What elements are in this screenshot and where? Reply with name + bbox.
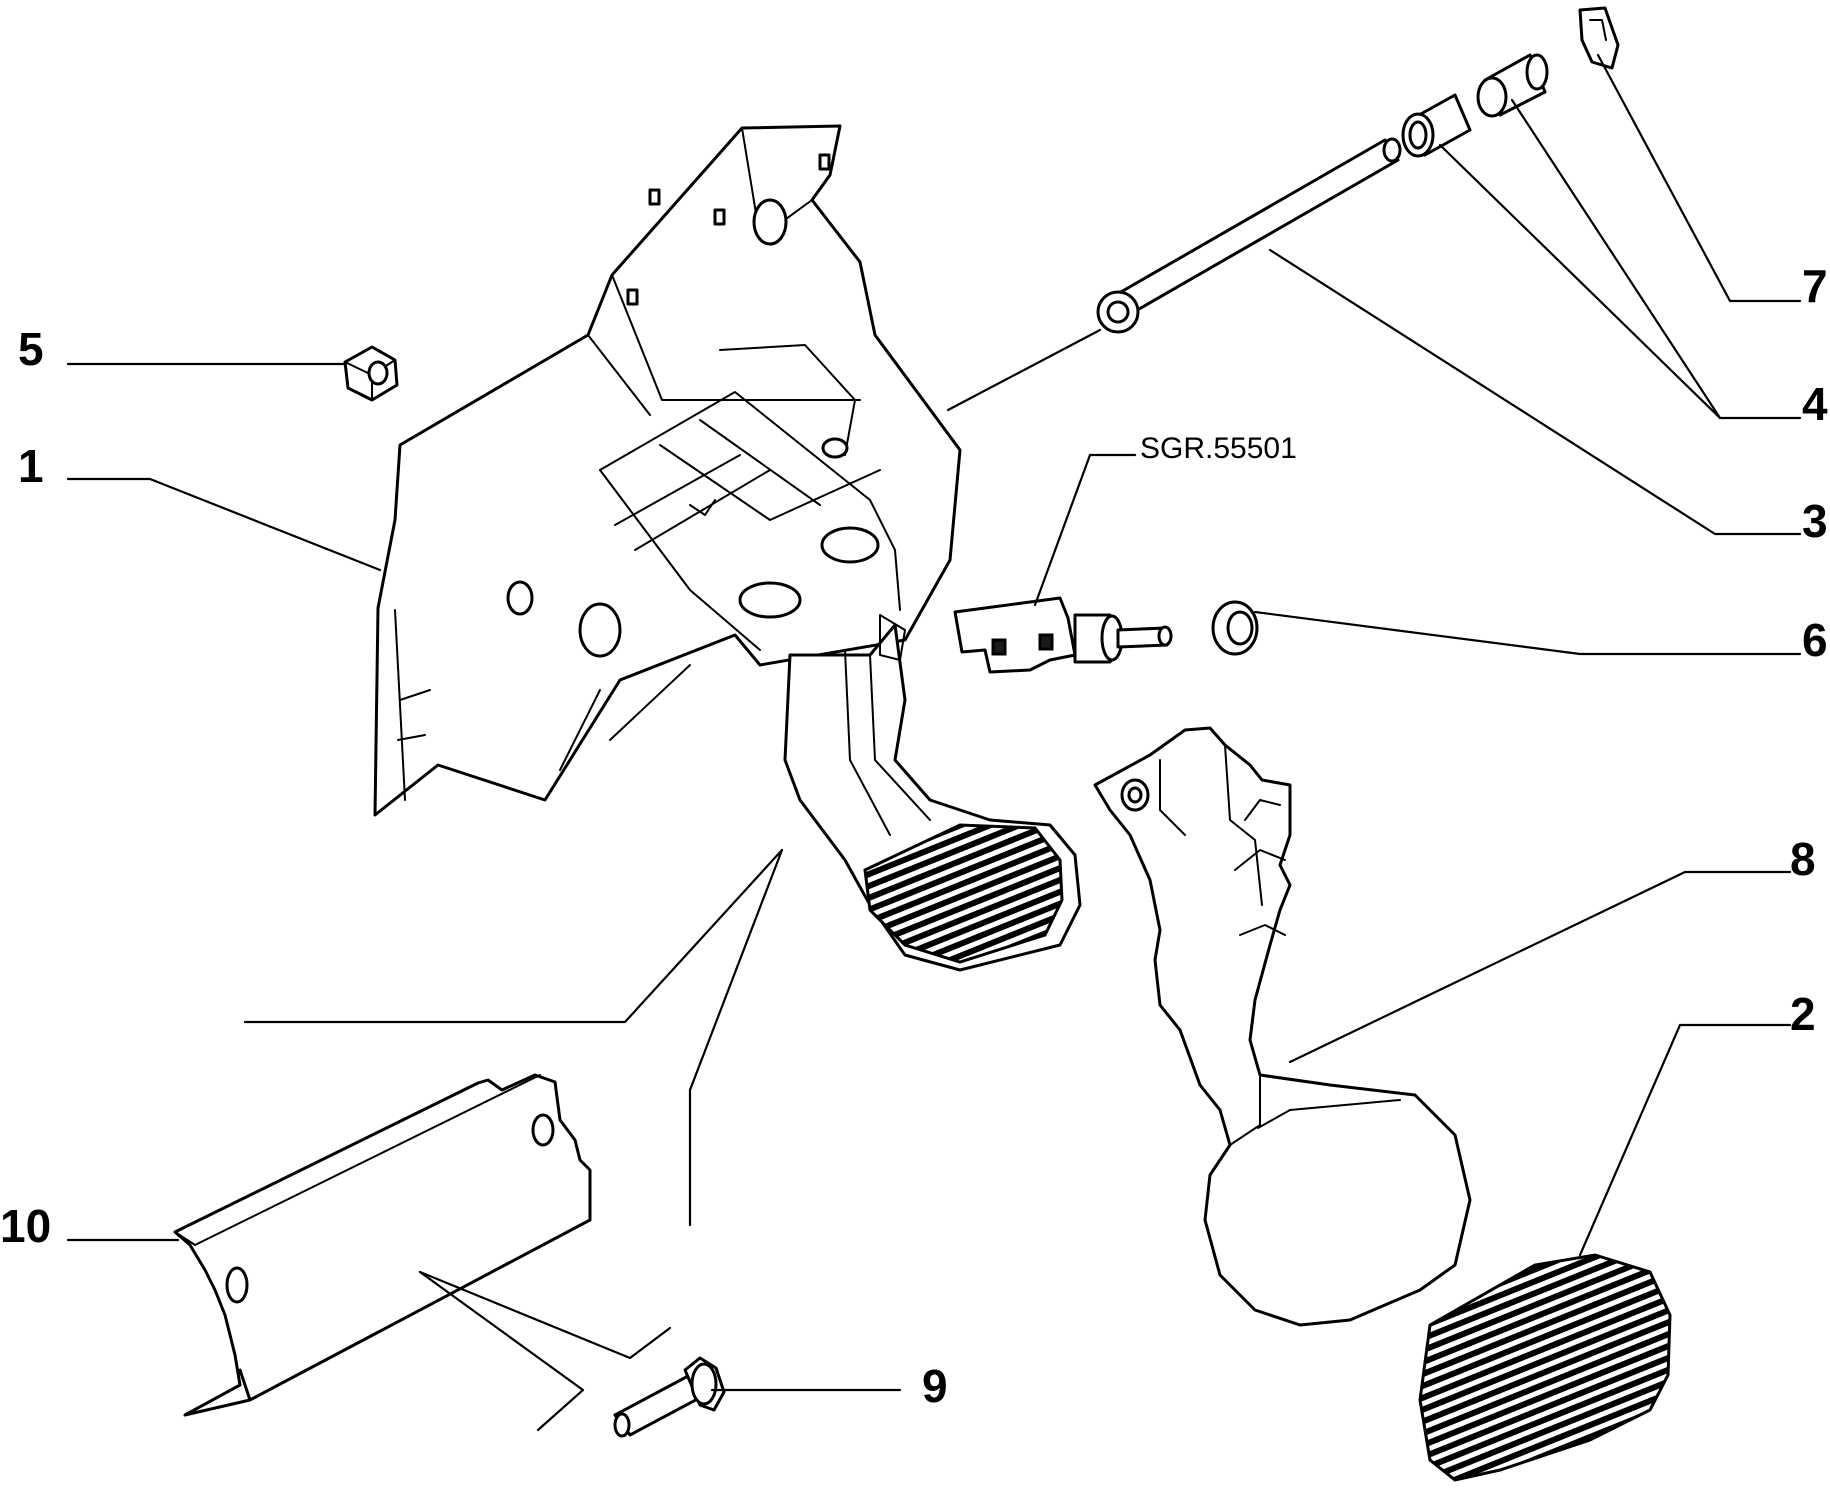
callout-2: 2 (1790, 988, 1816, 1040)
leader-lines (66, 53, 1802, 1432)
pedal-bracket (373, 124, 962, 817)
leader-shaft-axis (946, 328, 1102, 412)
nut (343, 345, 399, 402)
leader-switch (1033, 453, 1137, 607)
leader-pedal-b (688, 848, 784, 1227)
part-reference-label: SGR.55501 (1140, 432, 1297, 465)
callout-10: 10 (0, 1200, 51, 1252)
callout-5: 5 (18, 323, 44, 375)
pin (613, 1356, 726, 1438)
pedal-arm (1093, 726, 1472, 1327)
callout-9: 9 (922, 1360, 948, 1412)
leader-10-axis-a (418, 1270, 672, 1360)
leader-7 (1596, 53, 1802, 303)
leader-3 (1268, 248, 1802, 536)
leader-10-axis-b (418, 1270, 585, 1432)
leader-4b (1510, 98, 1722, 420)
pivot-shaft (1096, 137, 1402, 334)
leader-1 (66, 477, 382, 572)
leader-8 (1288, 870, 1792, 1064)
callout-1: 1 (18, 440, 44, 492)
retaining-clip (1578, 6, 1620, 70)
callout-3: 3 (1802, 495, 1828, 547)
callout-6: 6 (1802, 614, 1828, 666)
leader-6 (1253, 610, 1802, 656)
bushes (1401, 53, 1549, 158)
leader-pedal-a (243, 848, 784, 1024)
stop-light-switch (953, 596, 1173, 674)
leader-4a (1438, 143, 1802, 420)
callout-8: 8 (1790, 833, 1816, 885)
pedal-pad (1418, 1253, 1672, 1482)
installed-pedal (783, 614, 1082, 972)
leader-2 (1578, 1023, 1792, 1257)
spacer-ring (1211, 600, 1259, 656)
callout-4: 4 (1802, 378, 1828, 430)
callout-7: 7 (1802, 260, 1828, 312)
cover-plate (173, 1073, 592, 1417)
callout-labels: 5 1 7 4 3 6 8 2 10 9 SGR.55501 (0, 260, 1828, 1412)
